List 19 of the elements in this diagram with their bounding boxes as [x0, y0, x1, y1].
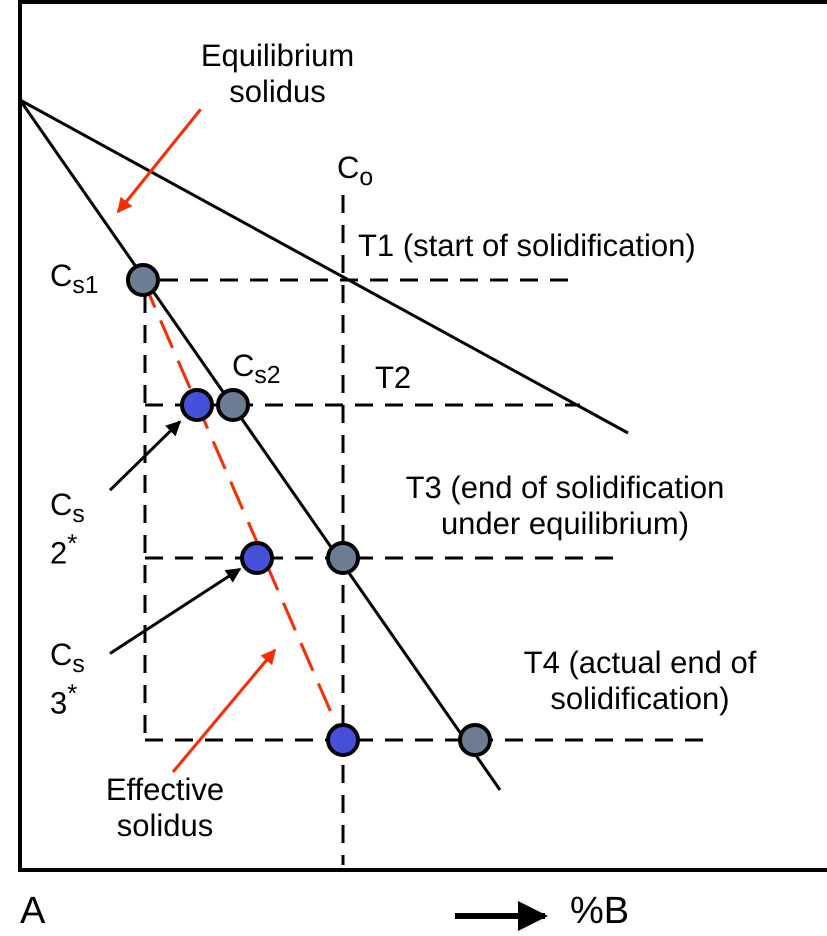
leader-arrow — [116, 108, 202, 214]
temperature-label: T1 (start of solidification) — [358, 228, 696, 264]
point-label: C$_{s}$ 2$^{*}$ — [50, 487, 110, 571]
temperature-label: T2 — [375, 360, 412, 396]
temperature-label: T3 (end of solidification under equilibrium) — [404, 470, 726, 542]
leader-arrow — [172, 648, 276, 773]
callout-text: Effective solidus — [60, 772, 270, 844]
axis-label: %B — [570, 890, 630, 934]
callout-text: Equilibrium solidus — [155, 38, 400, 110]
axis-label: A — [20, 890, 46, 934]
point-label: C$_{s1}$ — [50, 258, 99, 301]
leader-arrow — [109, 568, 242, 655]
leader-arrow — [108, 420, 182, 492]
point-label: C$_{s2}$ — [232, 348, 281, 391]
point-marker — [180, 388, 214, 422]
point-marker — [240, 541, 274, 575]
temperature-label: T4 (actual end of solidification) — [522, 645, 758, 716]
composition-label: C$_{o}$ — [337, 150, 374, 193]
point-label: C$_{s}$ 3$^{*}$ — [50, 637, 110, 721]
